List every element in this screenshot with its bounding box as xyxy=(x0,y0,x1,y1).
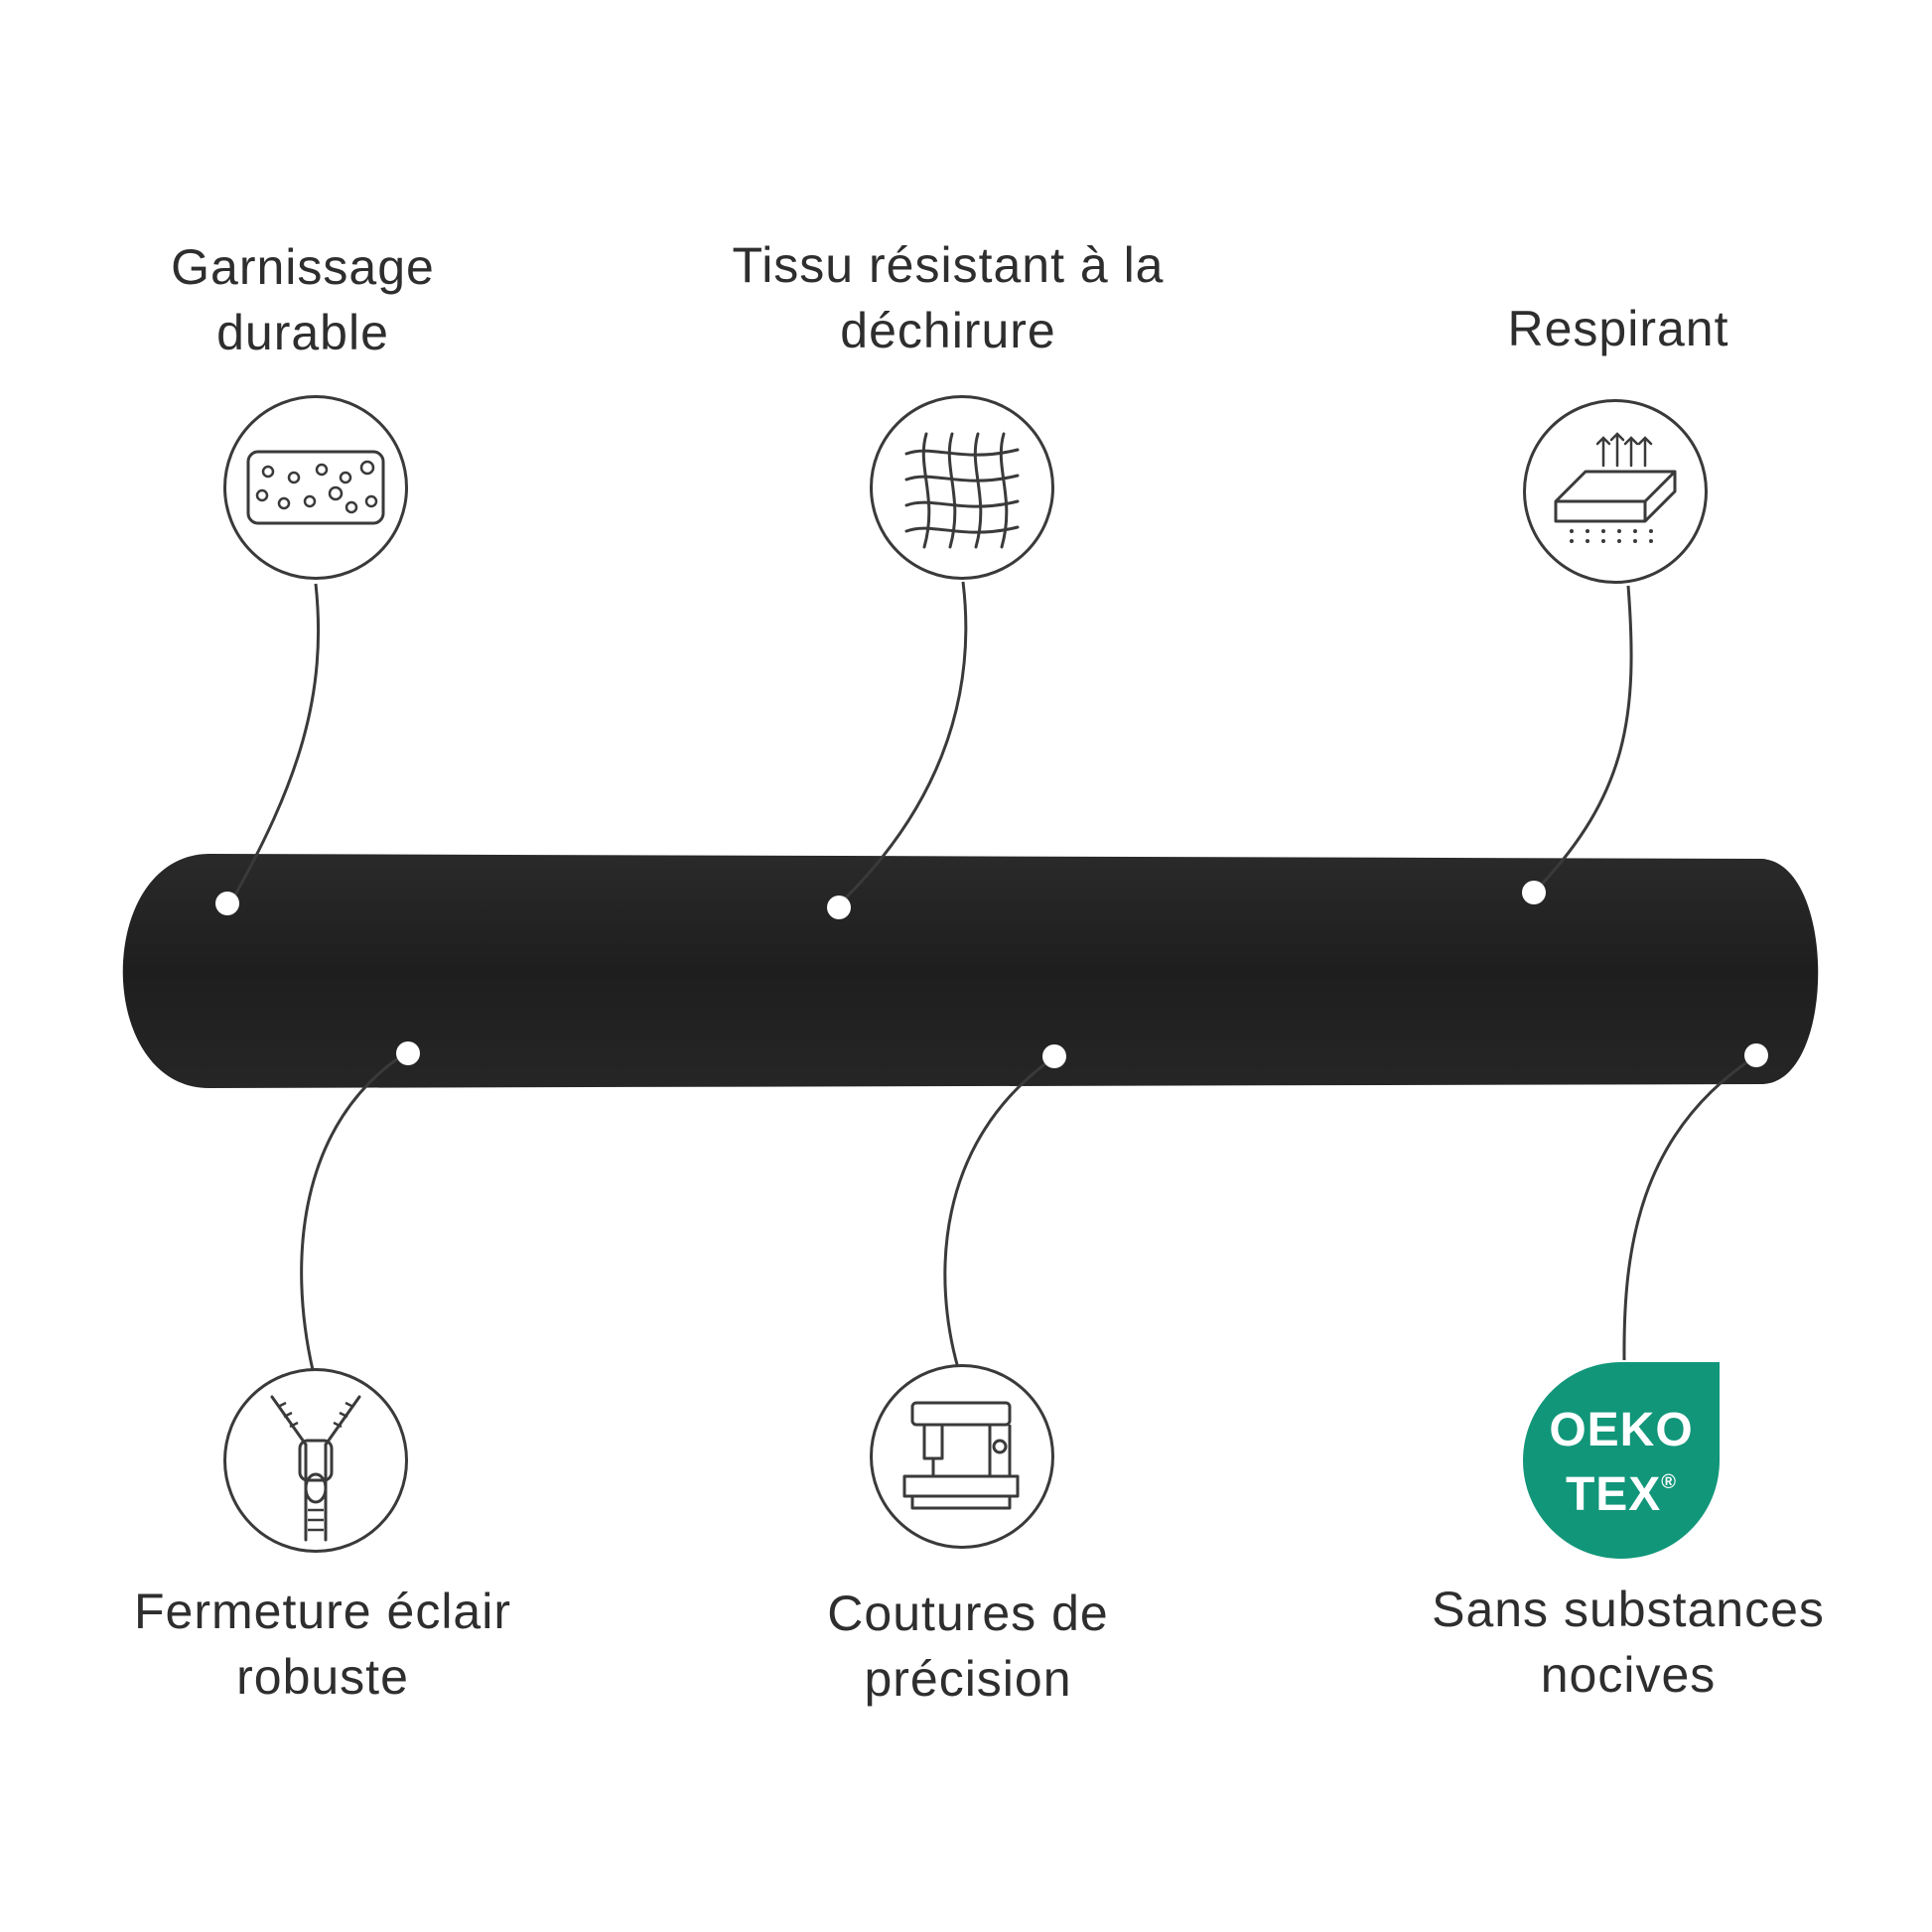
zipper-icon xyxy=(270,1395,361,1542)
sewing-machine-icon-circle xyxy=(870,1364,1054,1549)
woven-fabric-icon xyxy=(904,432,1020,549)
hotspot-dot xyxy=(1522,881,1546,904)
hotspot-dot xyxy=(827,896,851,919)
foam-icon xyxy=(246,450,385,525)
hotspot-dot xyxy=(215,892,239,915)
hotspot-dot xyxy=(1042,1044,1066,1068)
connector-line xyxy=(1622,1053,1758,1361)
woven-fabric-icon-circle xyxy=(870,395,1054,580)
breathable-icon-circle xyxy=(1523,399,1708,584)
feature-label-precision-seams: Coutures de précision xyxy=(827,1586,1109,1707)
feature-label-breathable: Respirant xyxy=(1507,301,1729,356)
connector-line xyxy=(943,1055,1055,1369)
draft-stopper-roll xyxy=(122,854,1819,1088)
zipper-icon-circle xyxy=(223,1368,408,1553)
feature-label-sturdy-zipper: Fermeture éclair robuste xyxy=(134,1584,511,1705)
foam-icon-circle xyxy=(223,395,408,580)
oeko-tex-icon: OEKO TEX® xyxy=(1523,1362,1720,1559)
feature-label-no-harmful-substances: Sans substances nocives xyxy=(1432,1582,1825,1703)
connector-line xyxy=(1533,585,1633,894)
sewing-machine-icon xyxy=(902,1401,1020,1510)
breathable-mattress-icon xyxy=(1554,432,1677,543)
connector-line xyxy=(300,1050,408,1371)
feature-label-durable-filling: Garnissage durable xyxy=(171,239,435,360)
hotspot-dot xyxy=(396,1041,420,1065)
hotspot-dot xyxy=(1744,1043,1768,1067)
connector-line xyxy=(228,583,321,904)
feature-label-tear-resistant: Tissu résistant à la déchirure xyxy=(732,237,1165,358)
connector-line xyxy=(836,581,968,907)
